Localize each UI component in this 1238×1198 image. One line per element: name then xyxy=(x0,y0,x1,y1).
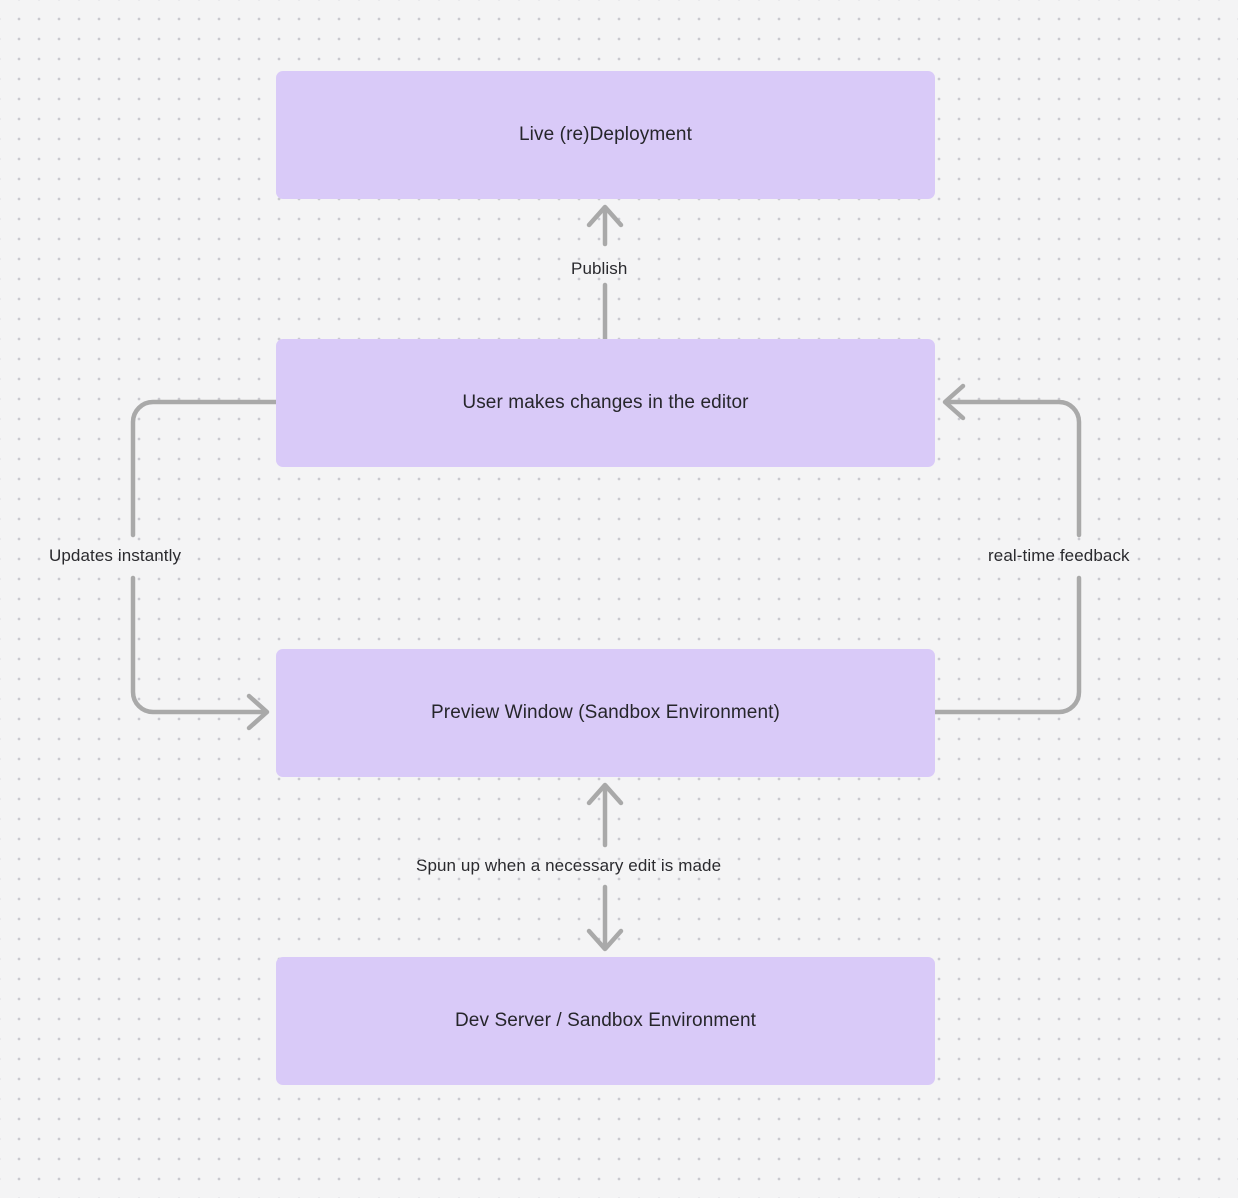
node-dev-server[interactable]: Dev Server / Sandbox Environment xyxy=(276,957,935,1085)
node-dev-server-label: Dev Server / Sandbox Environment xyxy=(454,1010,756,1031)
node-user-makes-changes[interactable]: User makes changes in the editor xyxy=(276,339,935,467)
node-preview-window[interactable]: Preview Window (Sandbox Environment) xyxy=(276,649,935,777)
edge-label-real-time-feedback: real-time feedback xyxy=(988,546,1130,565)
node-preview-window-label: Preview Window (Sandbox Environment) xyxy=(431,702,780,723)
node-live-redeployment[interactable]: Live (re)Deployment xyxy=(276,71,935,199)
edge-label-publish: Publish xyxy=(571,259,628,278)
edge-label-spun-up: Spun up when a necessary edit is made xyxy=(416,856,722,875)
node-live-redeployment-label: Live (re)Deployment xyxy=(519,124,692,145)
node-user-makes-changes-label: User makes changes in the editor xyxy=(462,392,749,413)
edge-label-updates-instantly: Updates instantly xyxy=(49,546,182,565)
